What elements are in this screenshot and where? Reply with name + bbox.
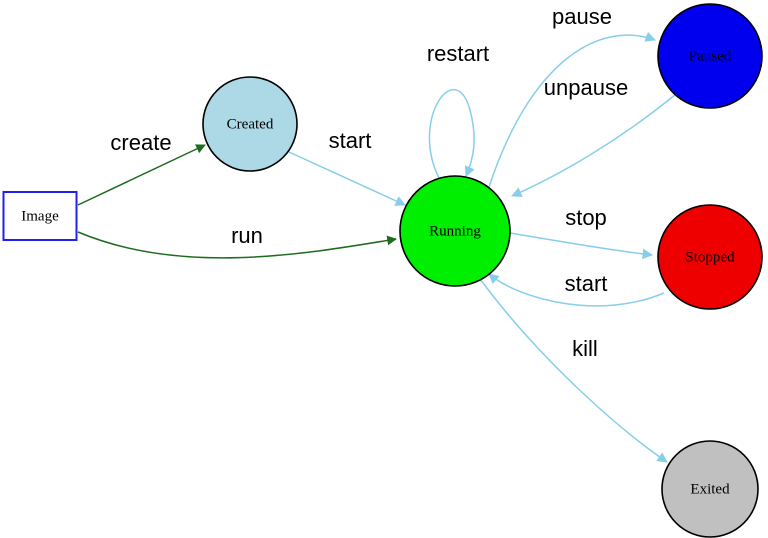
node-shape-paused[interactable]: [657, 3, 763, 109]
node-shape-exited[interactable]: [661, 440, 759, 538]
edge-restart[interactable]: [428, 88, 475, 179]
edge-pause[interactable]: [487, 31, 656, 191]
edge-label-pause: pause: [552, 4, 612, 29]
edges-layer: [77, 31, 677, 463]
edge-label-unpause: unpause: [544, 75, 628, 100]
edge-kill[interactable]: [479, 278, 668, 463]
node-shape-created[interactable]: [202, 76, 298, 172]
edge-labels-layer: create run start restart pause unpause stop sta…: [110, 4, 628, 361]
node-label-running: Running: [429, 223, 481, 239]
node-label-paused: Paused: [689, 48, 732, 64]
edge-label-restart: restart: [427, 41, 489, 66]
node-label-exited: Exited: [690, 481, 730, 497]
node-label-image: Image: [21, 208, 59, 224]
edge-label-start-stopped: start: [565, 271, 608, 296]
node-label-stopped: Stopped: [685, 249, 735, 265]
node-stopped[interactable]: Stopped: [657, 204, 763, 310]
node-label-created: Created: [227, 116, 274, 132]
node-shape-stopped[interactable]: [657, 204, 763, 310]
edge-label-create: create: [110, 130, 171, 155]
edge-create[interactable]: [77, 144, 206, 206]
edge-start-stopped[interactable]: [488, 273, 665, 307]
node-exited[interactable]: Exited: [661, 440, 759, 538]
node-shape-running[interactable]: [399, 175, 511, 287]
edge-label-start-created: start: [329, 128, 372, 153]
edge-stop[interactable]: [509, 232, 654, 260]
node-image[interactable]: Image: [2, 191, 78, 241]
edge-unpause[interactable]: [511, 93, 677, 198]
edge-run[interactable]: [77, 231, 397, 259]
node-paused[interactable]: Paused: [657, 3, 763, 109]
edge-label-run: run: [231, 223, 263, 248]
node-shape-image[interactable]: [2, 191, 78, 241]
node-created[interactable]: Created: [202, 76, 298, 172]
edge-label-stop: stop: [565, 205, 607, 230]
edge-start-created[interactable]: [288, 151, 406, 206]
edge-label-kill: kill: [572, 336, 598, 361]
node-running[interactable]: Running: [399, 175, 511, 287]
